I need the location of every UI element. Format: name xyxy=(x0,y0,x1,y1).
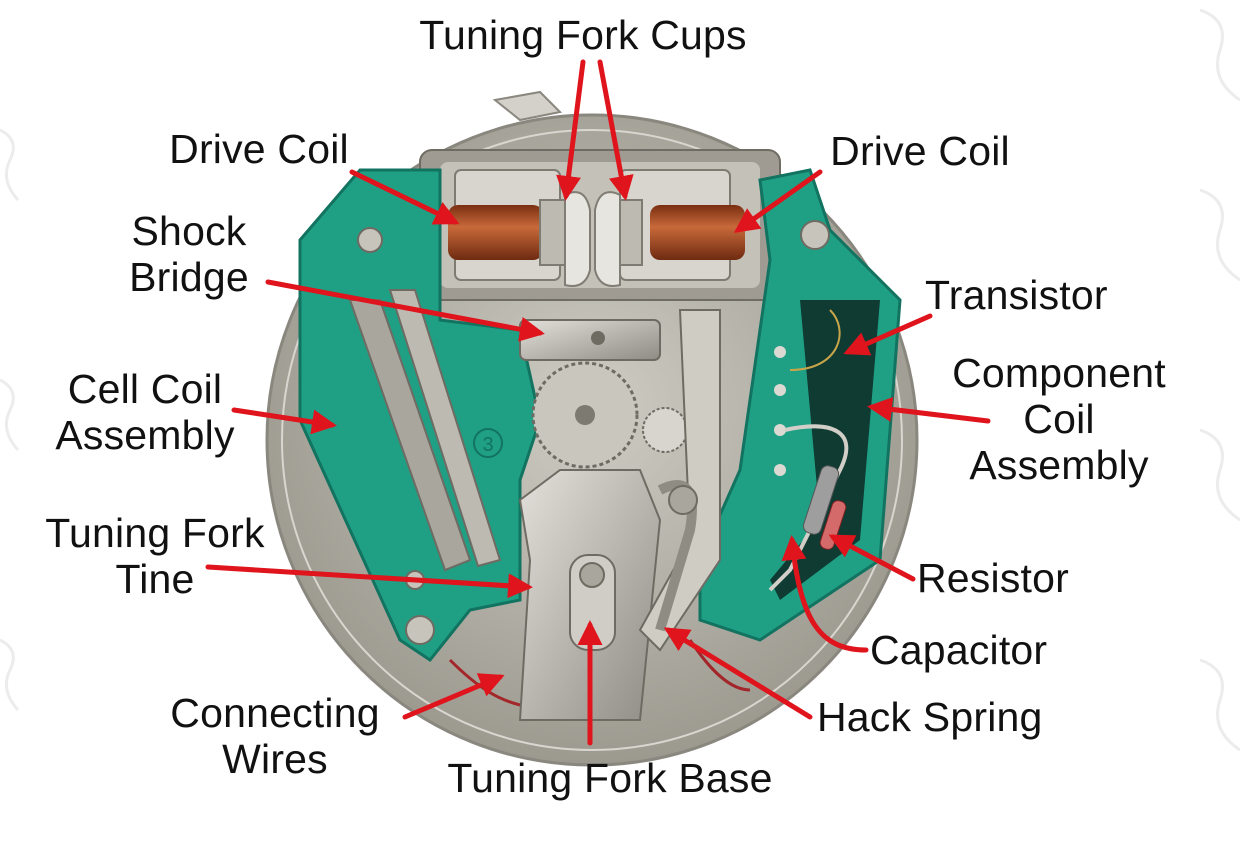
drive-coil-left xyxy=(448,169,571,281)
arrow-transistor xyxy=(843,313,933,356)
arrow-drive-coil-left xyxy=(349,169,460,225)
arrow-resistor xyxy=(828,534,916,582)
arrow-hack-spring xyxy=(663,627,813,720)
watermark-right xyxy=(1199,8,1240,752)
label-transistor: Transistor xyxy=(925,272,1108,318)
arrow-tuning-fork-cups-right xyxy=(597,59,634,201)
label-resistor: Resistor xyxy=(917,555,1069,601)
label-capacitor: Capacitor xyxy=(870,627,1048,673)
label-shock-bridge: Shock Bridge xyxy=(129,208,249,300)
arrow-tuning-fork-tine xyxy=(205,564,533,599)
label-drive-coil-right: Drive Coil xyxy=(830,128,1010,174)
label-cell-coil-assembly: Cell Coil Assembly xyxy=(55,366,235,458)
arrow-drive-coil-right xyxy=(733,169,823,233)
component-coil-assembly xyxy=(698,168,902,642)
watermark-left xyxy=(0,128,20,712)
arrow-capacitor xyxy=(781,535,869,653)
label-tuning-fork-tine: Tuning Fork Tine xyxy=(45,510,265,602)
arrow-shock-bridge xyxy=(265,279,545,342)
tuning-fork-cups xyxy=(564,191,621,287)
arrow-connecting-wires xyxy=(402,673,505,720)
label-drive-coil-left: Drive Coil xyxy=(169,126,349,172)
label-component-coil-assembly: Component Coil Assembly xyxy=(952,350,1166,488)
label-connecting-wires: Connecting Wires xyxy=(170,690,380,782)
cell-coil-assembly: 3 xyxy=(298,168,542,663)
component-marking: 3 xyxy=(482,434,493,456)
drive-coil-right xyxy=(611,169,745,281)
annotation-arrows xyxy=(205,59,991,746)
arrow-component-coil-assembly xyxy=(867,396,991,424)
arrow-tuning-fork-cups-left xyxy=(556,59,586,201)
tuning-fork-mechanism xyxy=(518,309,721,721)
label-hack-spring: Hack Spring xyxy=(817,694,1043,740)
label-tuning-fork-base: Tuning Fork Base xyxy=(447,755,773,801)
arrow-cell-coil-assembly xyxy=(231,407,337,435)
label-tuning-fork-cups: Tuning Fork Cups xyxy=(419,12,747,58)
